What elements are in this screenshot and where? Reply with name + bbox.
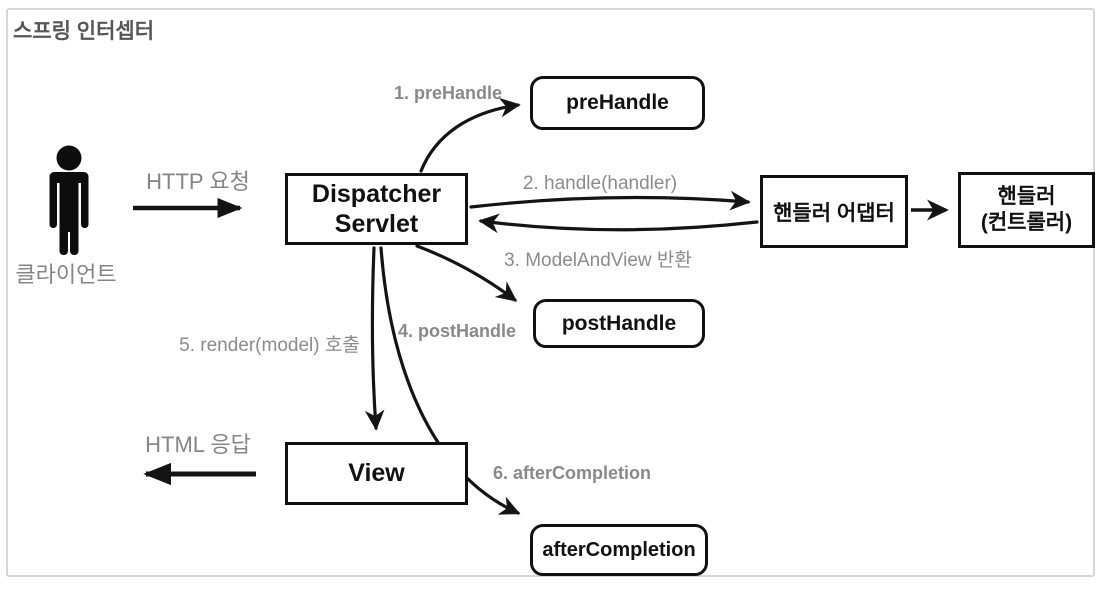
node-prehandle: preHandle <box>530 76 705 130</box>
handler-line2: (컨트롤러) <box>980 211 1073 234</box>
step3-label: 3. ModelAndView 반환 <box>504 250 692 271</box>
handler-line1: 핸들러 <box>997 185 1056 209</box>
dispatcher-line2: Servlet <box>334 210 419 238</box>
aftercompletion-label: afterCompletion <box>542 538 696 561</box>
handler-adapter-label: 핸들러 어댑터 <box>773 201 895 225</box>
posthandle-label: postHandle <box>561 311 677 335</box>
step4-label: 4. postHandle <box>397 321 517 341</box>
node-handler-adapter: 핸들러 어댑터 <box>760 175 908 248</box>
http-request-label: HTTP 요청 <box>146 169 250 194</box>
step1-label: 1. preHandle <box>393 83 503 103</box>
diagram-title: 스프링 인터셉터 <box>13 20 155 43</box>
view-label: View <box>348 459 405 487</box>
node-dispatcher-servlet: Dispatcher Servlet <box>285 173 468 245</box>
client-label: 클라이언트 <box>15 262 117 287</box>
node-view: View <box>285 442 468 505</box>
node-handler-controller: 핸들러 (컨트롤러) <box>958 172 1095 248</box>
dispatcher-line1: Dispatcher <box>311 179 442 208</box>
step2-label: 2. handle(handler) <box>522 173 678 194</box>
node-aftercompletion: afterCompletion <box>530 524 708 576</box>
step6-label: 6. afterCompletion <box>492 463 652 483</box>
prehandle-label: preHandle <box>566 91 669 114</box>
node-posthandle: postHandle <box>533 299 705 348</box>
step5-label: 5. render(model) 호출 <box>179 335 360 356</box>
html-response-label: HTML 응답 <box>145 432 251 457</box>
